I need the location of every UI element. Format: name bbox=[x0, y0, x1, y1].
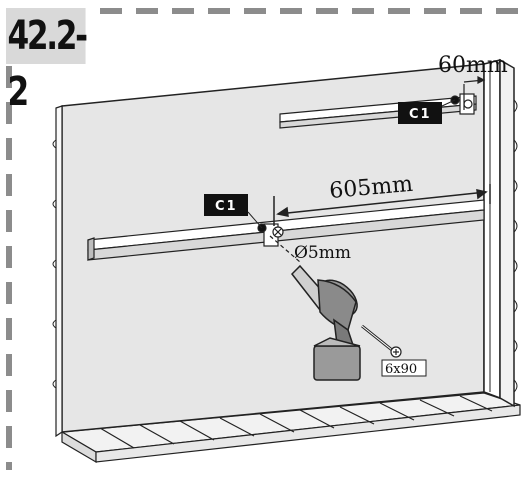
tag-c1-upper: C1 bbox=[398, 99, 456, 124]
side-wall bbox=[483, 58, 518, 408]
step-number: 42.2-2 bbox=[6, 8, 88, 115]
page-frame bbox=[6, 8, 526, 470]
dimension-60mm-label: 60mm bbox=[438, 53, 508, 78]
screw-label-box bbox=[381, 359, 427, 377]
floor-planks bbox=[60, 392, 521, 464]
dimension-60mm bbox=[463, 70, 486, 110]
tag-c1-lower-label: C1 bbox=[215, 199, 238, 214]
screw bbox=[361, 324, 402, 358]
drill-bit-label: Ø5mm bbox=[294, 243, 351, 263]
tag-c1-upper-label: C1 bbox=[409, 107, 432, 122]
dimension-605mm bbox=[273, 184, 491, 226]
drill bbox=[291, 264, 361, 381]
screw-size-label: 6x90 bbox=[385, 362, 417, 377]
lower-rail bbox=[87, 199, 485, 261]
tag-c1-lower: C1 bbox=[204, 194, 263, 229]
